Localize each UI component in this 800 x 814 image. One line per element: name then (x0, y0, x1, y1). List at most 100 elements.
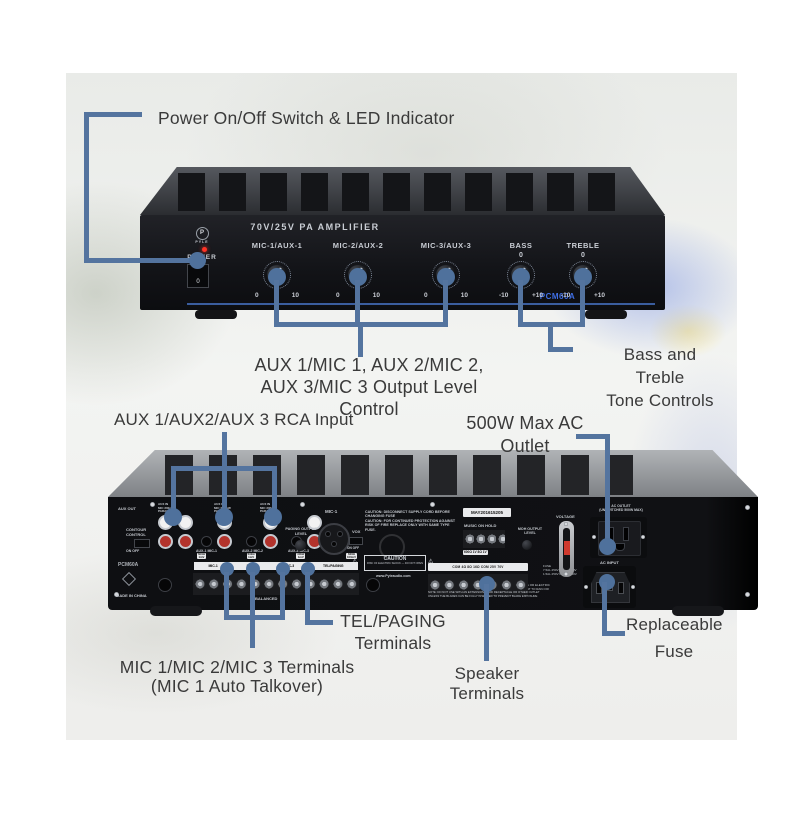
panel-screw (150, 502, 155, 507)
callout-line-knob1 (274, 280, 279, 322)
callout-line-knob2 (355, 280, 360, 322)
callout-stem-knobs (358, 322, 363, 357)
front-top-lid (140, 167, 665, 215)
callout-text-mic-terminals-1: MIC 1/MIC 2/MIC 3 Terminals (119, 657, 355, 677)
pyle-logo: P PYLE (190, 227, 214, 244)
callout-line-treble (580, 280, 585, 322)
rca-jack-red (158, 534, 173, 549)
callout-stem-tone (548, 322, 553, 352)
warning-triangle-icon: ⚠ (428, 559, 434, 565)
ac-outlet-label: AC OUTLET (UNSWITCHED 500W MAX) (599, 504, 643, 513)
contour-control-label: CONTOUR CONTROL (126, 527, 147, 537)
callout-line-power-top (84, 112, 142, 117)
callout-text-mic-terminals: MIC 1/MIC 2/MIC 3 Terminals (MIC 1 Auto … (118, 658, 356, 696)
caution-box-title: CAUTION (383, 556, 407, 562)
callout-text-speaker-terminals: Speaker Terminals (449, 664, 525, 703)
ac-outlet (590, 517, 647, 558)
callout-dot-ac-outlet (599, 538, 616, 555)
callout-text-tel-paging-1: TEL/PAGING (340, 611, 446, 631)
callout-dot-mic3-knob (437, 268, 455, 286)
callout-dot-rca1 (164, 508, 182, 526)
scale-max: 10 (460, 292, 468, 299)
panel-screw (300, 502, 305, 507)
front-title: 70V/25V PA AMPLIFIER (250, 222, 380, 232)
callout-stub-fuse (602, 631, 625, 636)
impedance-chip: 600Ω 100mV (345, 552, 357, 560)
rca-jack-red (217, 534, 232, 549)
callout-text-tel-paging-2: Terminals (354, 633, 432, 653)
mic-ts-jack (201, 536, 212, 547)
mic1-xlr-label: MIC-1 (325, 509, 338, 514)
callout-line-rca2 (222, 466, 227, 516)
channel3-label: AUX-3 MIC-3 (288, 549, 310, 553)
speaker-warning-note: NOTE: DO NOT USE WITH AN EXTENSION CORD … (428, 590, 540, 598)
caution-box: CAUTION RISK OF ELECTRIC SHOCK — DO NOT … (364, 555, 426, 571)
strip-label: MIC-1 (208, 564, 218, 568)
callout-dot-treble-knob (574, 268, 592, 286)
callout-dot-mic2-knob (349, 268, 367, 286)
callout-text-output-level: AUX 1/MIC 1, AUX 2/MIC 2, AUX 3/MIC 3 Ou… (240, 354, 498, 420)
moh-level-knob (522, 540, 532, 550)
callout-text-ac-outlet: 500W Max AC Outlet (452, 412, 598, 458)
callout-text-fuse: Replaceable Fuse (626, 611, 723, 665)
knob-label: MIC-1/AUX-1 (251, 241, 303, 250)
voltage-label: VOLTAGE (556, 514, 575, 519)
knob-label: MIC-2/AUX-2 (332, 241, 384, 250)
caution-box-small: RISK OF ELECTRIC SHOCK — DO NOT OPEN (366, 562, 423, 565)
mic-ts-jack (246, 536, 257, 547)
rca-jack-red (178, 534, 193, 549)
channel1-label: AUX-1 MIC-1 (196, 549, 218, 553)
scale-max: +10 (531, 292, 543, 299)
front-model-label: PCM60A (539, 292, 576, 301)
callout-line-knob3 (443, 280, 448, 322)
quarter-inch-jack (366, 578, 380, 592)
knob-top-mark (323, 251, 393, 261)
rca-jack-white (307, 515, 322, 530)
paging-level-knob (295, 540, 306, 551)
paging-output-level-label: PAGING OUTPUT LEVEL (285, 527, 317, 536)
moh-tap-labels: 600Ω 1V 8Ω 1V (463, 550, 488, 555)
scale-min: 0 (424, 292, 428, 299)
channel2-label: AUX-2 MIC-2 (242, 549, 264, 553)
speaker-terminal-block: COM 4Ω 8Ω 16Ω COM 25V 70V (428, 560, 528, 602)
callout-text-tel-paging: TEL/PAGING Terminals (336, 610, 450, 654)
panel-screw (745, 592, 750, 597)
callout-text-tone-2: Tone Controls (606, 391, 714, 410)
callout-text-fuse-1: Replaceable (626, 615, 723, 634)
callout-text-mic-terminals-2: (MIC 1 Auto Talkover) (150, 676, 324, 696)
callout-text-rca-input: AUX 1/AUX2/AUX 3 RCA Input (114, 410, 354, 429)
rear-foot-left (150, 606, 202, 616)
balanced-screw-terminals (193, 573, 359, 595)
impedance-labels: 600Ω 1mV 600Ω 1mV 600Ω 1mV 600Ω 100mV (197, 552, 357, 560)
callout-line-ac-outlet (605, 434, 610, 546)
caution-text-2: CAUTION: FOR CONTINUED PROTECTION AGAINS… (365, 519, 456, 532)
callout-dot-power-switch (189, 252, 206, 269)
callout-text-output-level-2: AUX 3/MIC 3 Output Level Control (260, 377, 478, 419)
knob-label: TREBLE (566, 241, 600, 250)
impedance-chip: 600Ω 1mV (296, 552, 306, 560)
made-in-china-label: MADE IN CHINA (116, 593, 147, 598)
power-switch-mark: 0 (196, 279, 200, 285)
embossed-stamp (379, 534, 405, 560)
callout-dot-rca2 (215, 508, 233, 526)
callout-text-ac-outlet-2: Outlet (500, 436, 550, 456)
balanced-terminal-block: 600Ω 1mV 600Ω 1mV 600Ω 1mV 600Ω 100mV MI… (193, 552, 359, 601)
callout-dot-mic3-terminal (276, 562, 290, 576)
aux-out-label: AUX OUT (118, 506, 136, 511)
balanced-label: BALANCED (255, 596, 278, 601)
callout-line-mic1-terminal (224, 572, 229, 620)
front-accent-line (187, 303, 655, 305)
panel-screw (430, 502, 435, 507)
rear-model-label: PCM60A (118, 562, 139, 568)
scale-max: +10 (593, 292, 605, 299)
panel-screw (114, 592, 119, 597)
callout-line-rca3 (272, 466, 277, 516)
scale-min: 0 (255, 292, 259, 299)
front-foot-left (195, 310, 237, 319)
callout-dot-mic1-knob (268, 268, 286, 286)
callout-line-speaker-terminals (484, 584, 489, 661)
quarter-inch-jack (158, 578, 172, 592)
callout-dot-mic2-terminal (246, 562, 260, 576)
serial-number-sticker: MAY201615205 (463, 508, 511, 517)
scale-min: 0 (336, 292, 340, 299)
